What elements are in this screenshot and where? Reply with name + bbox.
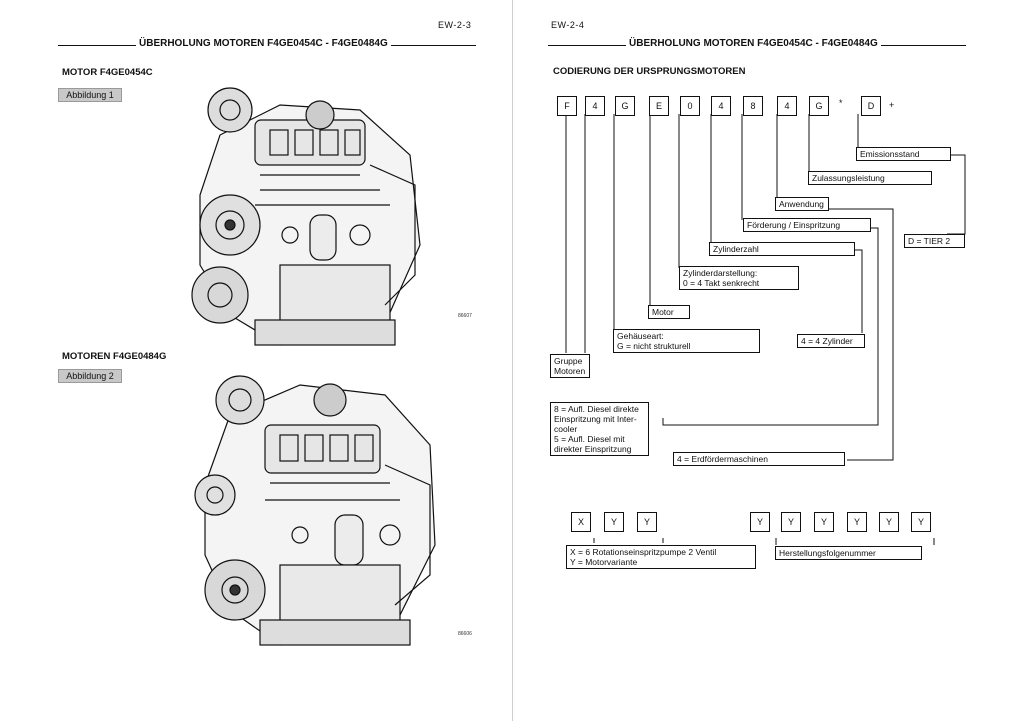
label-tier: D = TIER 2 <box>904 234 965 248</box>
page-number: EW-2-4 <box>551 20 585 30</box>
figure-label-1: Abbildung 1 <box>58 88 122 102</box>
label-anwendung: Anwendung <box>775 197 829 211</box>
header-rule: ÜBERHOLUNG MOTOREN F4GE0454C - F4GE0484G <box>548 38 966 52</box>
figure-code-1: 86607 <box>458 313 472 319</box>
coding-subtitle: CODIERUNG DER URSPRUNGSMOTOREN <box>553 66 746 77</box>
code-separator-plus: + <box>889 100 895 110</box>
code-char-box: 0 <box>680 96 700 116</box>
serial-char-box: Y <box>879 512 899 532</box>
code-char-box: 4 <box>777 96 797 116</box>
serial-char-box: Y <box>750 512 770 532</box>
code-char-box: 8 <box>743 96 763 116</box>
label-foerderung: Förderung / Einspritzung <box>743 218 871 232</box>
section-title-motoren: MOTOREN F4GE0484G <box>62 351 167 362</box>
header-title: ÜBERHOLUNG MOTOREN F4GE0454C - F4GE0484G <box>136 38 391 49</box>
label-zylinderzahl: Zylinderzahl <box>709 242 855 256</box>
figure-code-2: 86606 <box>458 631 472 637</box>
label-zulassungsleistung: Zulassungsleistung <box>808 171 932 185</box>
label-emissionsstand: Emissionsstand <box>856 147 951 161</box>
left-page: EW-2-3 ÜBERHOLUNG MOTOREN F4GE0454C - F4… <box>58 20 476 646</box>
serial-char-box: Y <box>781 512 801 532</box>
right-page: EW-2-4 ÜBERHOLUNG MOTOREN F4GE0454C - F4… <box>512 0 1024 721</box>
code-char-box: G <box>615 96 635 116</box>
engine-illustration-1 <box>191 87 421 346</box>
code-char-box: G <box>809 96 829 116</box>
label-zylinderdarstellung: Zylinderdarstellung:0 = 4 Takt senkrecht <box>679 266 799 290</box>
code-char-box: F <box>557 96 577 116</box>
section-title-motor: MOTOR F4GE0454C <box>62 67 153 78</box>
label-zylinder: 4 = 4 Zylinder <box>797 334 865 348</box>
label-motor: Motor <box>648 305 690 319</box>
label-serial: Herstellungsfolgenummer <box>775 546 922 560</box>
page-number: EW-2-3 <box>438 20 472 30</box>
variant-char-box: X <box>571 512 591 532</box>
code-char-box: 4 <box>585 96 605 116</box>
figure-label-2: Abbildung 2 <box>58 369 122 383</box>
code-char-box: D <box>861 96 881 116</box>
code-char-box: 4 <box>711 96 731 116</box>
label-gehaeuseart: Gehäuseart:G = nicht strukturell <box>613 329 760 353</box>
code-separator-star: * <box>839 98 843 108</box>
serial-char-box: Y <box>847 512 867 532</box>
serial-char-box: Y <box>911 512 931 532</box>
label-einspritzung: 8 = Aufl. Diesel direkte Einspritzung mi… <box>550 402 649 456</box>
label-erdfoerder: 4 = Erdfördermaschinen <box>673 452 845 466</box>
serial-char-box: Y <box>814 512 834 532</box>
code-char-box: E <box>649 96 669 116</box>
variant-char-box: Y <box>604 512 624 532</box>
variant-char-box: Y <box>637 512 657 532</box>
header-rule: ÜBERHOLUNG MOTOREN F4GE0454C - F4GE0484G <box>58 38 476 52</box>
header-title: ÜBERHOLUNG MOTOREN F4GE0454C - F4GE0484G <box>626 38 881 49</box>
engine-illustration-2 <box>194 375 436 646</box>
